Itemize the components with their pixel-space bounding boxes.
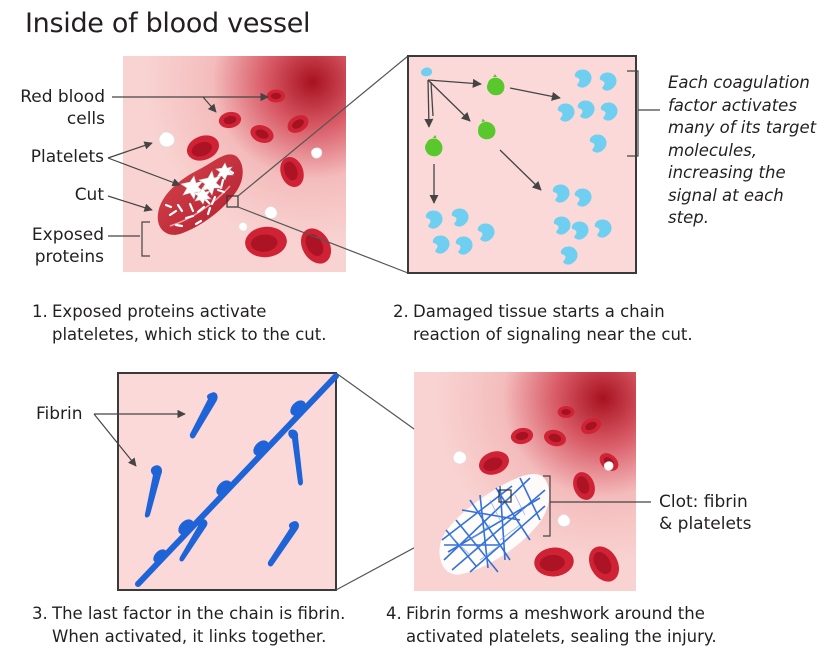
label-clot: Clot: fibrin & platelets	[659, 491, 779, 535]
caption-line: Damaged tissue starts a chain	[413, 302, 665, 321]
label-red-blood-cells-line2: cells	[66, 109, 105, 129]
note-line: Each coagulation	[668, 73, 810, 92]
label-clot-line2: & platelets	[659, 514, 752, 534]
panel-3-leader-lines	[93, 409, 186, 467]
label-red-blood-cells-line1: Red blood	[20, 87, 105, 107]
caption-line: When activated, it links together.	[52, 627, 327, 646]
fibrin-knobs	[153, 400, 306, 563]
note-line: molecules,	[668, 140, 758, 160]
note-line: step.	[668, 208, 709, 227]
caption-number: 3.	[32, 604, 48, 623]
label-exposed-proteins-line1: Exposed	[31, 225, 104, 245]
caption-line: Exposed proteins activate	[52, 302, 267, 321]
label-exposed-proteins-line2: proteins	[34, 247, 104, 267]
caption-number: 1.	[32, 302, 48, 321]
label-fibrin: Fibrin	[36, 404, 83, 424]
caption-line: activated platelets, sealing the injury.	[406, 627, 717, 646]
caption-line: Fibrin forms a meshwork around the	[406, 604, 705, 623]
page-title: Inside of blood vessel	[25, 8, 311, 39]
label-platelets: Platelets	[30, 147, 104, 167]
note-line: increasing the	[668, 163, 786, 182]
panel-2-cascade	[407, 55, 660, 274]
fibrin-strands	[144, 392, 303, 567]
caption-line: The last factor in the chain is fibrin.	[52, 604, 346, 623]
panel-1-vessel	[123, 56, 346, 272]
caption-number: 2.	[393, 302, 409, 321]
caption-line: reaction of signaling near the cut.	[413, 325, 693, 344]
caption-number: 4.	[386, 604, 402, 623]
label-clot-line1: Clot: fibrin	[659, 492, 748, 512]
caption-line: plateletes, which stick to the cut.	[52, 325, 327, 344]
caption-step-3: 3.The last factor in the chain is fibrin…	[32, 602, 382, 648]
cascade-arrows	[424, 78, 561, 204]
label-cut: Cut	[74, 185, 104, 205]
panel-3-fibrin	[117, 372, 339, 591]
activated-platelets	[180, 162, 234, 205]
panel-1-leader-lines	[107, 92, 269, 257]
caption-step-2: 2.Damaged tissue starts a chain reaction…	[393, 300, 733, 346]
caption-step-4: 4.Fibrin forms a meshwork around the act…	[386, 602, 746, 648]
clot-mesh	[439, 473, 550, 575]
note-line: signal at each	[668, 185, 784, 205]
label-exposed-proteins: Exposed proteins	[0, 224, 104, 268]
label-red-blood-cells: Red blood cells	[0, 86, 105, 130]
note-line: factor activates	[668, 95, 797, 115]
initial-factor	[420, 67, 433, 77]
zoom-lines-1-2	[237, 55, 409, 274]
note-line: many of its target	[668, 118, 817, 137]
panel-4-clot	[414, 372, 651, 591]
caption-step-1: 1.Exposed proteins activate plateletes, …	[32, 300, 372, 346]
cascade-note: Each coagulation factor activates many o…	[668, 72, 823, 230]
